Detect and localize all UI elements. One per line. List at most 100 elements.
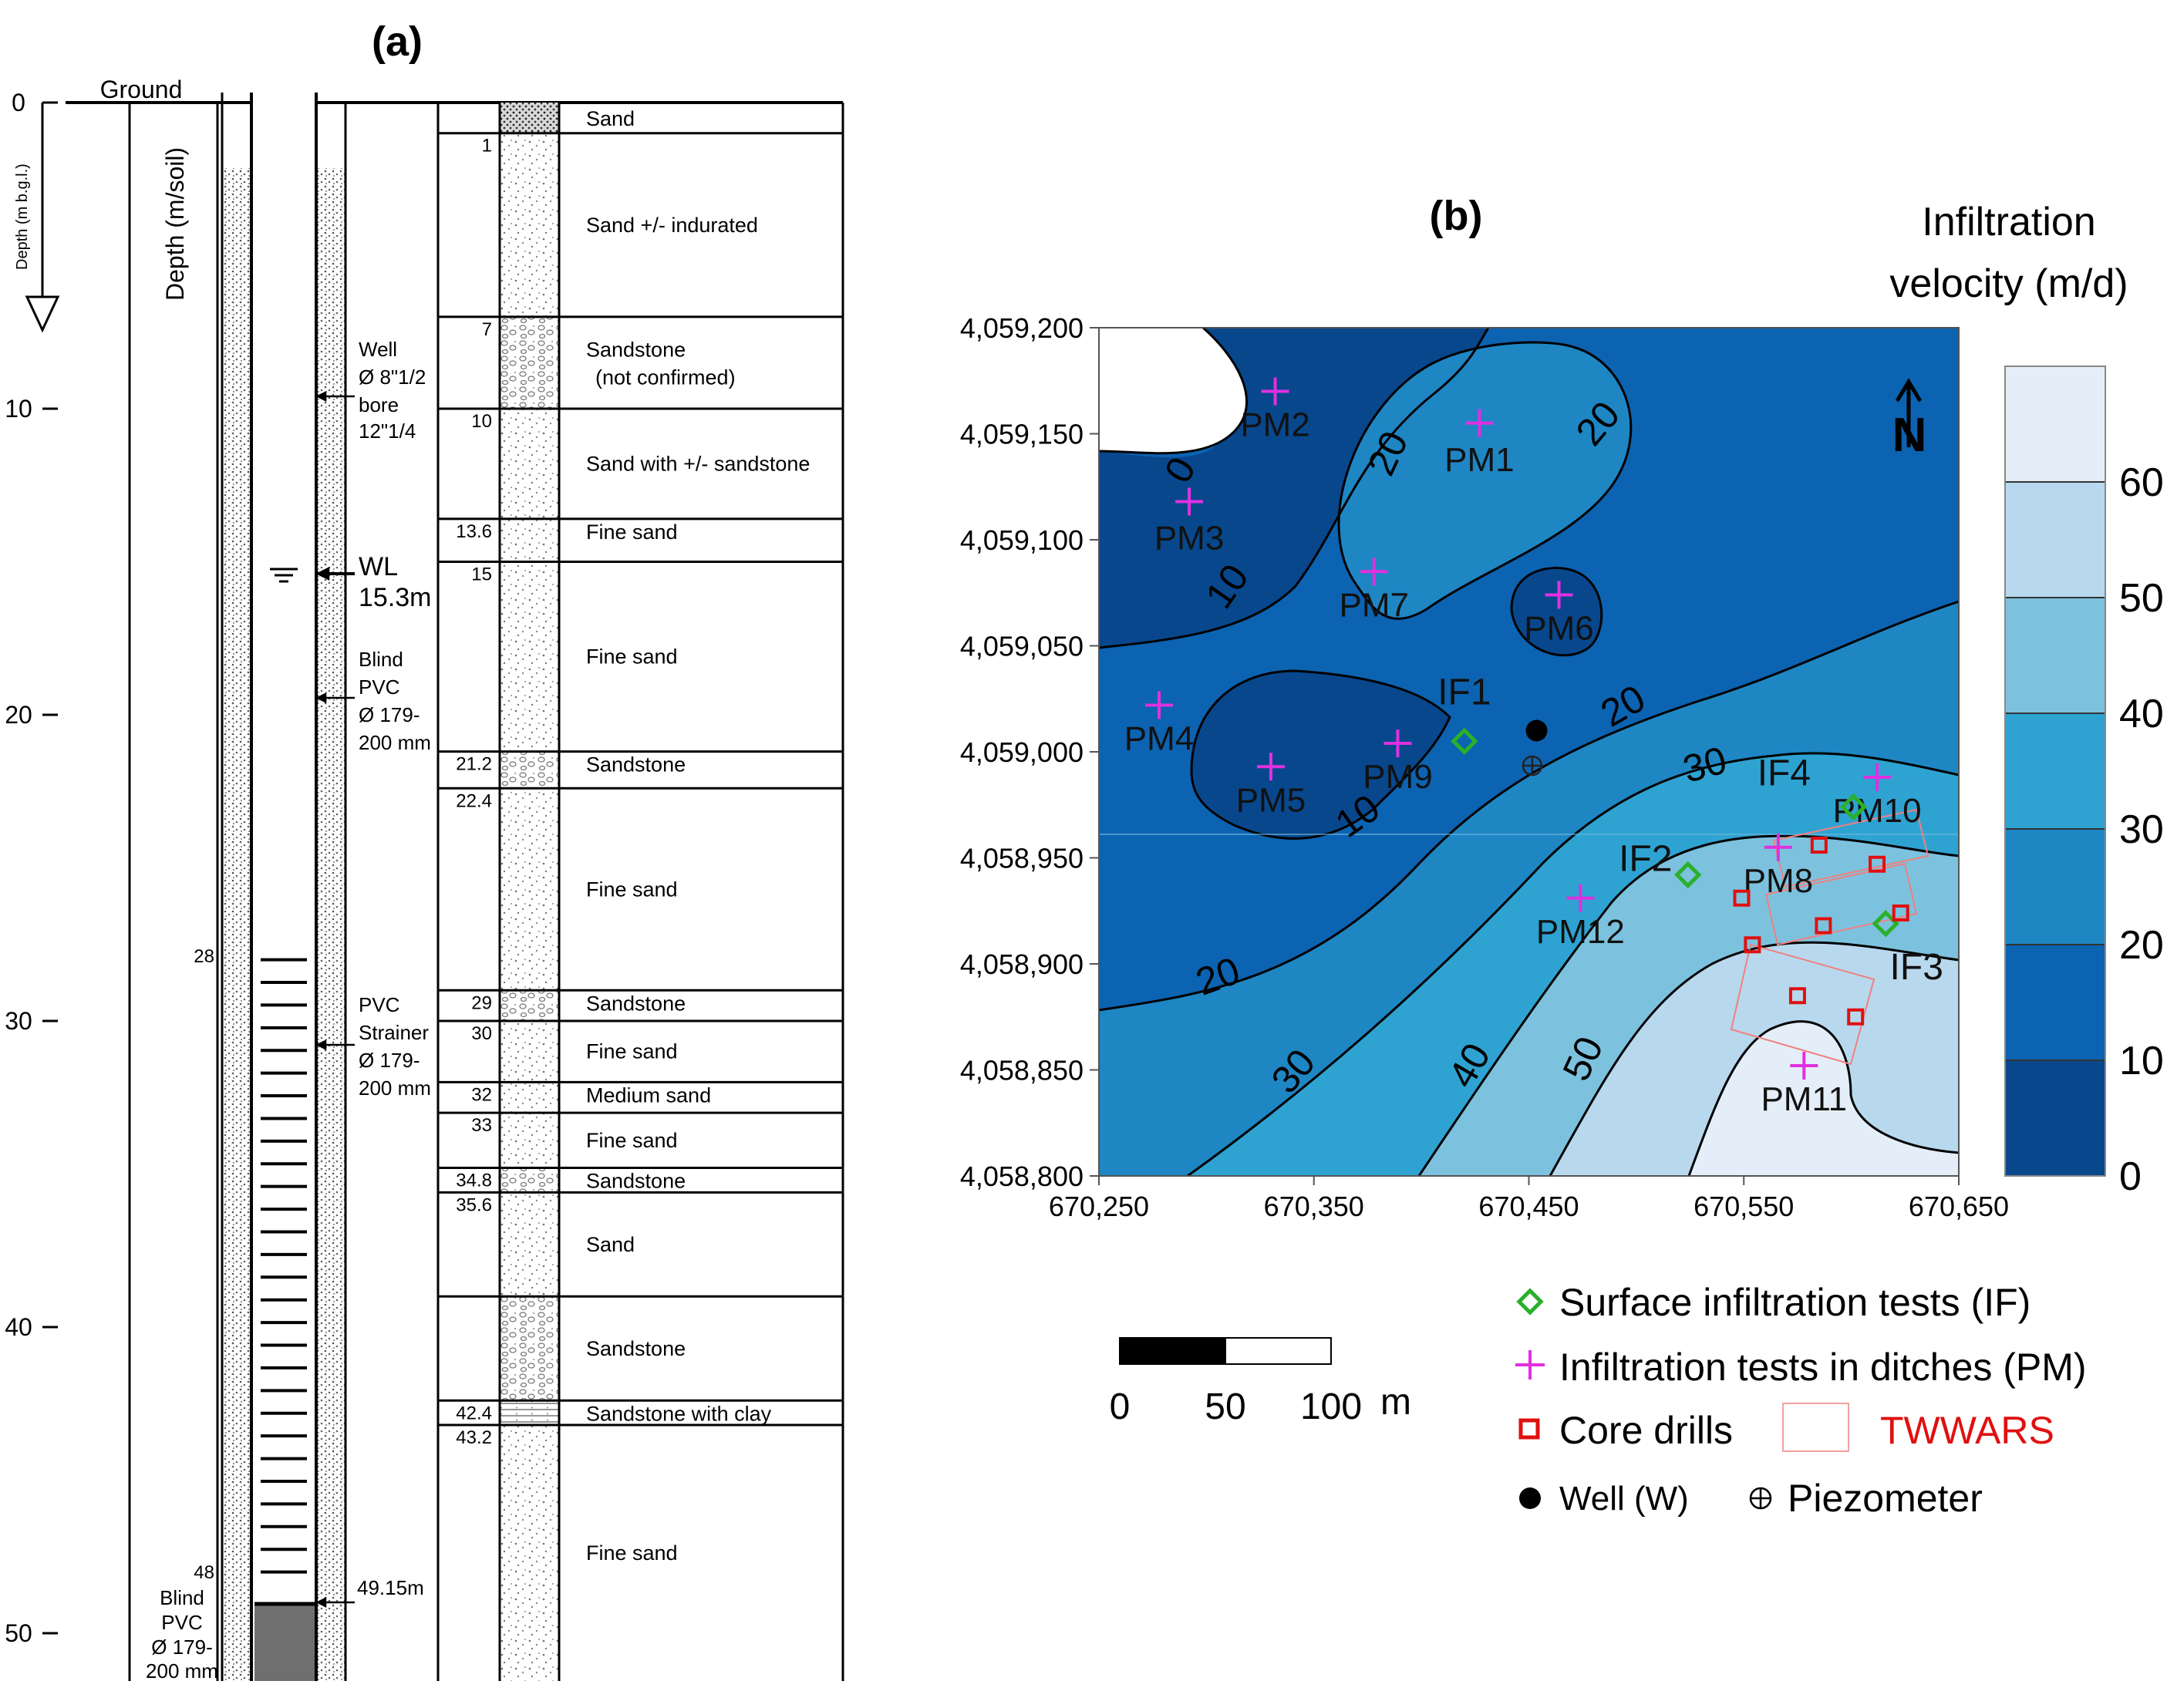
layer-pattern: [500, 1425, 559, 1681]
layer-description: Sandstone: [586, 753, 686, 777]
pm-marker: [1566, 884, 1595, 912]
layer-pattern: [500, 1400, 559, 1426]
legend-twwars-icon: [1782, 1403, 1849, 1452]
y-tick-label: 4,059,000: [960, 736, 1084, 768]
layer-pattern: [500, 990, 559, 1021]
legend-if-label: Surface infiltration tests (IF): [1559, 1281, 2031, 1324]
if-label: IF1: [1437, 672, 1491, 713]
well-note-1: Well: [359, 338, 397, 361]
no-data-area: [1099, 328, 1247, 453]
pm-marker: [1257, 753, 1285, 781]
layer-pattern: [500, 788, 559, 991]
layer-description: Fine sand: [586, 878, 678, 901]
y-tick-label: 4,059,150: [960, 419, 1084, 450]
colorbar-band: [2004, 366, 2106, 483]
layer-top-depth: 33: [471, 1115, 492, 1136]
layer-pattern: [500, 1296, 559, 1401]
legend-pm-label: Infiltration tests in ditches (PM): [1559, 1346, 2087, 1389]
twwars-outlines: [1730, 808, 1929, 1066]
legend-piezometer-icon: [1749, 1487, 1772, 1510]
strainer-note-4: 200 mm: [359, 1076, 431, 1100]
pm-label: PM8: [1744, 862, 1813, 900]
layer-description: Sandstone: [586, 992, 686, 1015]
layer-pattern: [500, 751, 559, 789]
well-note-3: bore: [359, 393, 399, 416]
core-drill-marker: [1892, 905, 1909, 921]
layer-top-depth: 10: [471, 411, 492, 432]
layer-description: Sandstone: [586, 1170, 686, 1193]
blind-lower-1: Blind: [160, 1586, 204, 1609]
contour-map: [1099, 328, 1959, 1176]
colorbar-tick-label: 0: [2119, 1154, 2142, 1199]
strainer-top-depth: 28: [194, 946, 214, 967]
colorbar-tick-label: 20: [2119, 923, 2164, 968]
pm-label: PM3: [1154, 520, 1224, 558]
scale-label-50: 50: [1205, 1386, 1245, 1427]
colorbar-band: [2004, 828, 2106, 945]
layer-pattern: [500, 1113, 559, 1168]
gravel-pack-right: [316, 168, 345, 1681]
legend-twwars-label: TWWARS: [1880, 1409, 2054, 1452]
layer-description: Sand with +/- sandstone: [586, 452, 810, 475]
core-drill-marker: [1815, 917, 1832, 935]
pm-label: PM9: [1363, 758, 1432, 796]
north-arrow-icon: N: [1892, 378, 1926, 462]
layer-pattern: [500, 316, 559, 409]
layer-top-depth: 34.8: [456, 1171, 492, 1191]
colorbar-band: [2004, 597, 2106, 714]
depth-tick-label: 40: [5, 1313, 32, 1341]
core-drill-marker: [1744, 936, 1761, 954]
blind-upper-1: Blind: [359, 648, 403, 671]
x-tick-label: 670,250: [1049, 1191, 1149, 1222]
well-marker: [1525, 719, 1548, 742]
gravel-pack-left: [222, 168, 251, 1681]
layer-pattern: [500, 1082, 559, 1113]
pm-label: PM2: [1240, 406, 1309, 444]
layer-pattern: [500, 409, 559, 519]
depth-soil-label: Depth (m/soil): [161, 147, 189, 301]
y-tick-label: 4,059,200: [960, 312, 1084, 344]
legend-piezometer-label: Piezometer: [1788, 1477, 1983, 1520]
if-label: IF3: [1890, 947, 1943, 988]
well-note-2: Ø 8"1/2: [359, 366, 426, 389]
core-drill-marker: [1788, 987, 1806, 1005]
layer-description: Fine sand: [586, 1541, 678, 1565]
x-tick-label: 670,550: [1693, 1191, 1794, 1222]
pm-label: PM6: [1524, 610, 1593, 648]
borehole-log-panel: (a) Ground Depth (m b.g.l.) 01020304050 …: [5, 19, 844, 1683]
y-tick-label: 4,058,900: [960, 948, 1084, 980]
well-note-4: 12"1/4: [359, 419, 416, 443]
layer-top-depth: 42.4: [456, 1403, 492, 1423]
legend: Surface infiltration tests (IF) Infiltra…: [1515, 1281, 2087, 1520]
layer-pattern: [500, 1021, 559, 1083]
pm-marker: [1175, 487, 1204, 516]
layer-description: Medium sand: [586, 1083, 711, 1107]
layer-top-depth: 43.2: [456, 1427, 492, 1448]
strainer-note-3: Ø 179-: [359, 1049, 420, 1072]
colorbar-title: Infiltration velocity (m/d): [1889, 200, 2128, 306]
colorbar-tick-label: 40: [2119, 692, 2164, 736]
well-notes: Well Ø 8"1/2 bore 12"1/4 WL 15.3m Blind …: [146, 338, 431, 1683]
x-tick-label: 670,450: [1478, 1191, 1579, 1222]
depth-tick-label: 20: [5, 701, 32, 729]
pm-label: PM4: [1124, 720, 1194, 758]
ground-label: Ground: [100, 76, 183, 103]
strainer-bottom-depth: 48: [194, 1562, 214, 1583]
well-bottom-plug: [254, 1604, 315, 1681]
layer-description: Fine sand: [586, 645, 678, 669]
pm-marker: [1360, 558, 1388, 586]
core-drill-marker: [1733, 889, 1751, 907]
if-marker: [1451, 727, 1478, 755]
legend-well-icon: [1519, 1487, 1541, 1509]
layer-description: Sand: [586, 107, 635, 130]
layer-top-depth: 30: [471, 1023, 492, 1044]
y-tick-label: 4,059,100: [960, 524, 1084, 556]
pvc-strainer: [261, 958, 307, 1574]
layer-pattern: [500, 518, 559, 562]
layer-top-depth: 13.6: [456, 521, 492, 542]
strainer-note-1: PVC: [359, 993, 399, 1016]
wl-note-2: 15.3m: [359, 583, 432, 612]
pm-marker: [1545, 581, 1573, 609]
